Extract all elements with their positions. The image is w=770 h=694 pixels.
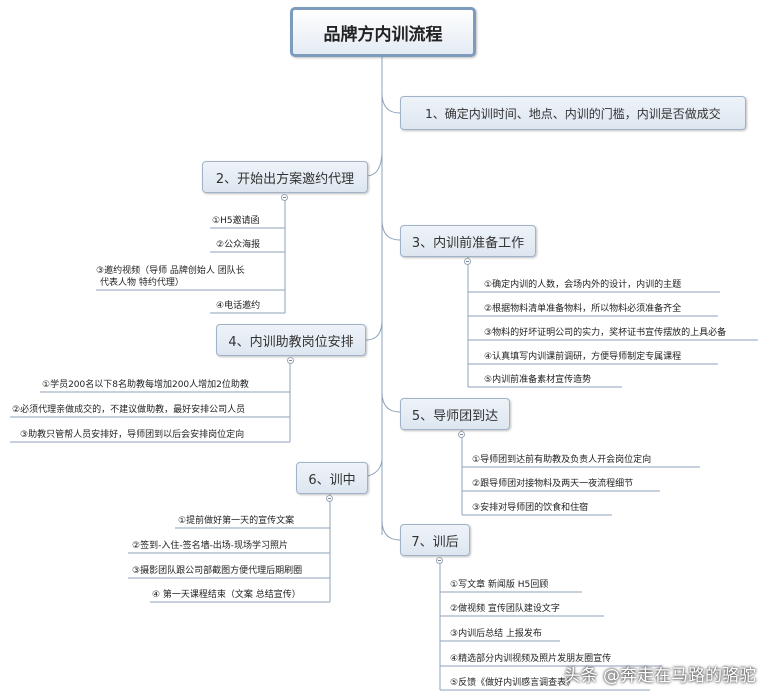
branch-6-leaf-1[interactable]: ①提前做好第一天的宣传文案 xyxy=(178,516,295,526)
branch-node-1[interactable]: 1、确定内训时间、地点、内训的门槛，内训是否做成交 xyxy=(400,96,746,130)
collapse-toggle-branch-6[interactable] xyxy=(326,495,333,502)
collapse-toggle-branch-4[interactable] xyxy=(287,357,294,364)
branch-7-leaf-3[interactable]: ③内训后总结 上报发布 xyxy=(450,629,542,639)
branch-2-leaf-2[interactable]: ②公众海报 xyxy=(216,240,261,250)
branch-node-6[interactable]: 6、训中 xyxy=(296,462,368,494)
branch-7-leaf-1[interactable]: ①写文章 新闻版 H5回顾 xyxy=(450,580,549,590)
branch-4-leaf-3[interactable]: ③助教只管帮人员安排好，导师团到以后会安排岗位定向 xyxy=(20,430,245,440)
branch2-connector xyxy=(365,149,383,177)
branch-node-7[interactable]: 7、训后 xyxy=(400,524,470,556)
branch-node-2[interactable]: 2、开始出方案邀约代理 xyxy=(202,161,368,193)
branch-3-leaf-4[interactable]: ④认真填写内训课前调研，方便导师制定专属课程 xyxy=(484,352,682,362)
branch3-connector xyxy=(381,219,401,241)
branch-3-leaf-3[interactable]: ③物料的好坏证明公司的实力，奖杯证书宣传摆放的上具必备 xyxy=(484,328,727,338)
branch-2-leaf-4[interactable]: ④电话邀约 xyxy=(216,301,261,311)
branch-3-leaf-1[interactable]: ①确定内训的人数，会场内外的设计，内训的主题 xyxy=(484,280,682,290)
collapse-toggle-branch-3[interactable] xyxy=(464,258,471,265)
branch-2-leaf-1[interactable]: ①H5邀请函 xyxy=(212,216,260,226)
branch4-connector xyxy=(365,319,383,341)
branch-5-leaf-2[interactable]: ②跟导师团对接物料及两天一夜流程细节 xyxy=(472,479,634,489)
branch1-connector xyxy=(381,92,401,114)
branch-node-4[interactable]: 4、内训助教岗位安排 xyxy=(216,324,366,356)
branch-2-leaf-3b[interactable]: 代表人物 特约代理） xyxy=(100,278,184,288)
branch-5-leaf-3[interactable]: ③安排对导师团的饮食和住宿 xyxy=(472,503,589,513)
branch-3-leaf-5[interactable]: ⑤内训前准备素材宣传造势 xyxy=(484,375,592,385)
branch-7-leaf-2[interactable]: ②做视频 宣传团队建设文字 xyxy=(450,604,560,614)
branch-7-leaf-5[interactable]: ⑤反馈《做好内训感言调查表》 xyxy=(450,678,576,688)
watermark-text: 头条 @奔走在马路的骆驼 xyxy=(563,666,756,686)
branch7-connector xyxy=(381,519,401,541)
root-node-title[interactable]: 品牌方内训流程 xyxy=(290,7,476,57)
branch-7-leaf-4[interactable]: ④精选部分内训视频及照片发朋友圈宣传 xyxy=(450,654,612,664)
branch-6-leaf-4[interactable]: ④ 第一天课程结束（文案 总结宣传） xyxy=(152,590,301,600)
branch-node-5[interactable]: 5、导师团到达 xyxy=(400,398,510,430)
collapse-toggle-branch-5[interactable] xyxy=(458,431,465,438)
branch-6-leaf-3[interactable]: ③摄影团队跟公司部截图方便代理后期刷圈 xyxy=(132,566,303,576)
branch-2-leaf-3[interactable]: ③邀约视频（导师 品牌创始人 团队长 xyxy=(96,266,245,276)
branch-4-leaf-2[interactable]: ②必须代理亲做成交的，不建议做助教，最好安排公司人员 xyxy=(12,405,246,415)
collapse-toggle-branch-7[interactable] xyxy=(436,557,443,564)
branch-6-leaf-2[interactable]: ②签到-入住-签名墙-出场-现场学习照片 xyxy=(132,541,289,551)
branch-3-leaf-2[interactable]: ②根据物料清单准备物料，所以物料必须准备齐全 xyxy=(484,304,682,314)
branch-node-3[interactable]: 3、内训前准备工作 xyxy=(400,225,536,257)
branch5-connector xyxy=(381,391,401,413)
branch-5-leaf-1[interactable]: ①导师团到达前有助教及负责人开会岗位定向 xyxy=(472,455,652,465)
collapse-toggle-branch-2[interactable] xyxy=(281,194,288,201)
branch-4-leaf-1[interactable]: ①学员200名以下8名助教每增加200人增加2位助教 xyxy=(42,380,249,390)
